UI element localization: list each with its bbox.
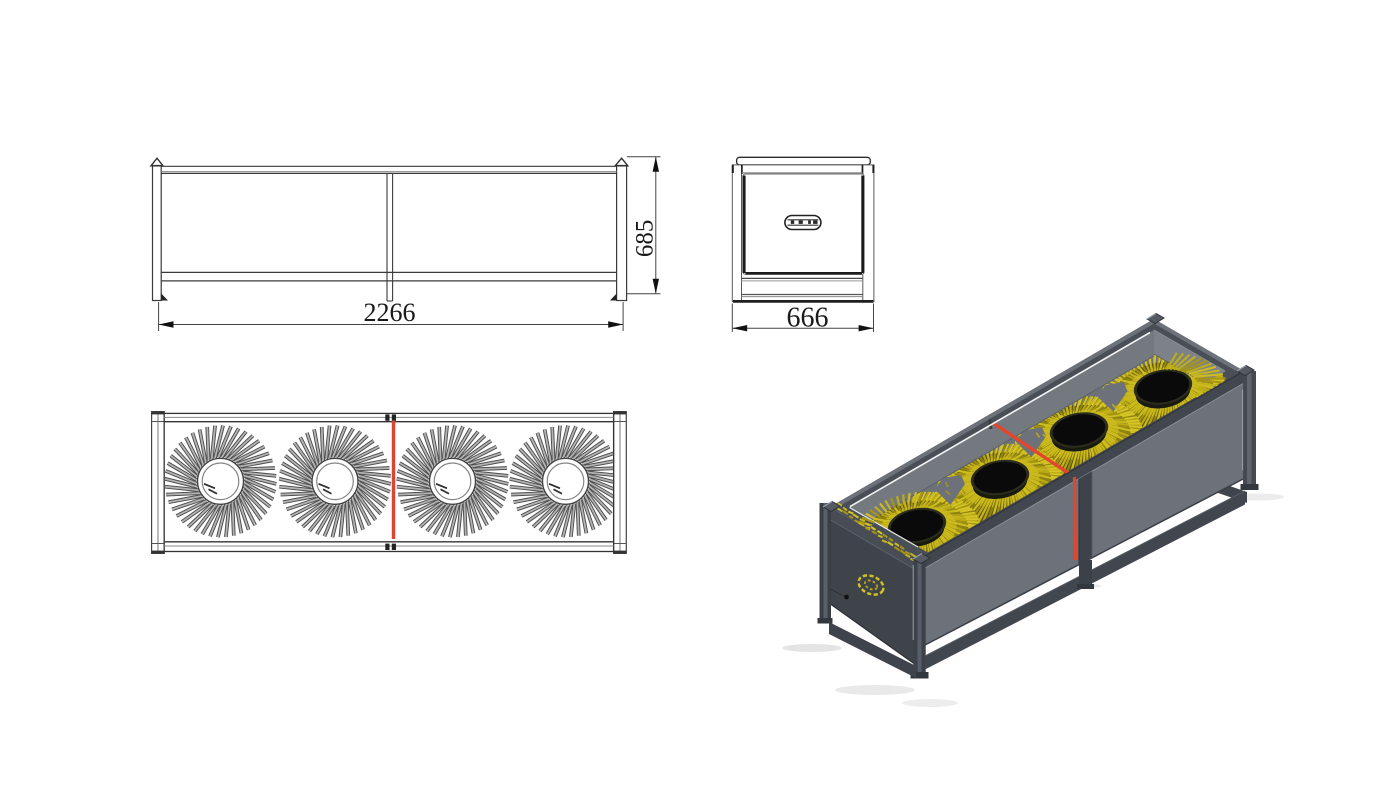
svg-text:685: 685 xyxy=(632,220,659,258)
svg-text:2266: 2266 xyxy=(364,298,416,327)
svg-text:666: 666 xyxy=(787,303,829,334)
